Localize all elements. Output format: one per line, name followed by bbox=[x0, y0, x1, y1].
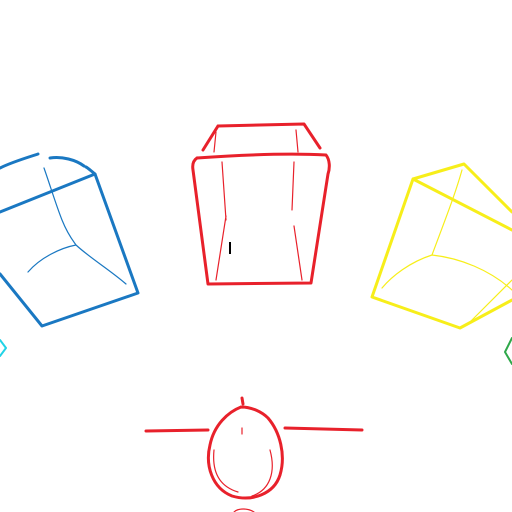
left-marker bbox=[0, 339, 7, 357]
text-cursor bbox=[229, 242, 231, 254]
blue-cube[interactable] bbox=[0, 152, 140, 328]
player-avatar bbox=[144, 396, 364, 512]
yellow-cube[interactable] bbox=[370, 162, 512, 330]
right-marker bbox=[504, 337, 512, 365]
red-cube[interactable] bbox=[191, 122, 331, 286]
